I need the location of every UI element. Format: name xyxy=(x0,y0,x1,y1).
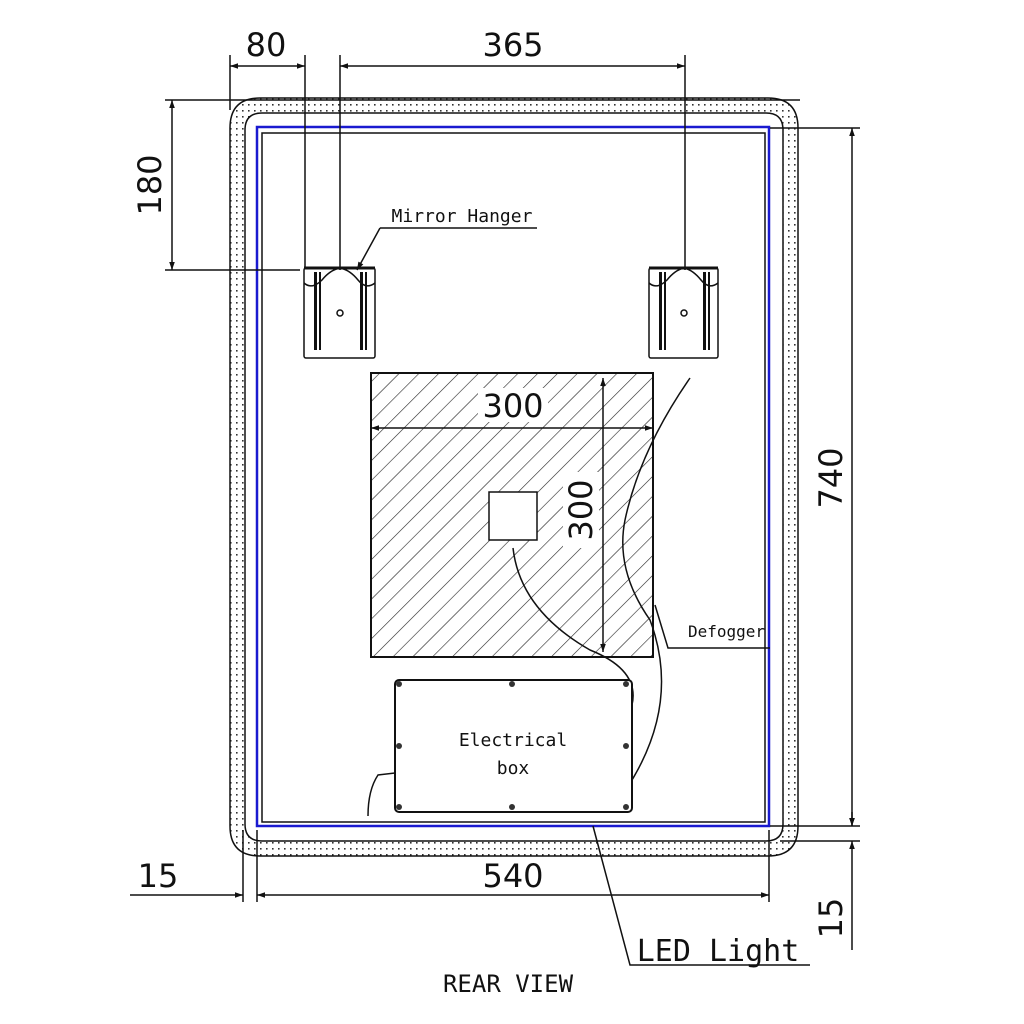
defogger-label: Defogger xyxy=(688,622,765,641)
led-light-leader xyxy=(592,825,810,966)
led-light-label: LED Light xyxy=(637,934,800,969)
mirror-hanger-leader xyxy=(356,227,381,271)
mirror-hanger-left xyxy=(303,266,376,359)
dim-365: 365 xyxy=(482,26,543,64)
mirror-hanger-label: Mirror Hanger xyxy=(392,206,533,227)
dim-defogger-height: 300 xyxy=(562,479,600,540)
defogger-leader xyxy=(654,604,770,649)
mirror-hanger-right xyxy=(648,266,719,359)
dim-15-left: 15 xyxy=(138,857,179,895)
led-strip xyxy=(255,125,771,828)
mirror-frame xyxy=(229,97,799,857)
dim-label-bg xyxy=(478,388,548,422)
electrical-box xyxy=(394,679,633,813)
dim-defogger-width: 300 xyxy=(482,387,543,425)
view-title: REAR VIEW xyxy=(443,970,574,998)
electrical-box-label-2: box xyxy=(497,758,530,779)
dim-540: 540 xyxy=(482,857,543,895)
dim-80: 80 xyxy=(246,26,287,64)
defogger-connector xyxy=(488,491,538,541)
electrical-box-label-1: Electrical xyxy=(459,730,567,751)
back-panel xyxy=(261,132,766,823)
dim-15-bottom: 15 xyxy=(812,898,850,939)
extension-lines xyxy=(165,55,860,902)
dim-label-bg xyxy=(563,472,599,548)
dimension-lines xyxy=(130,63,855,950)
dim-740: 740 xyxy=(812,447,850,508)
dim-180: 180 xyxy=(131,154,169,215)
